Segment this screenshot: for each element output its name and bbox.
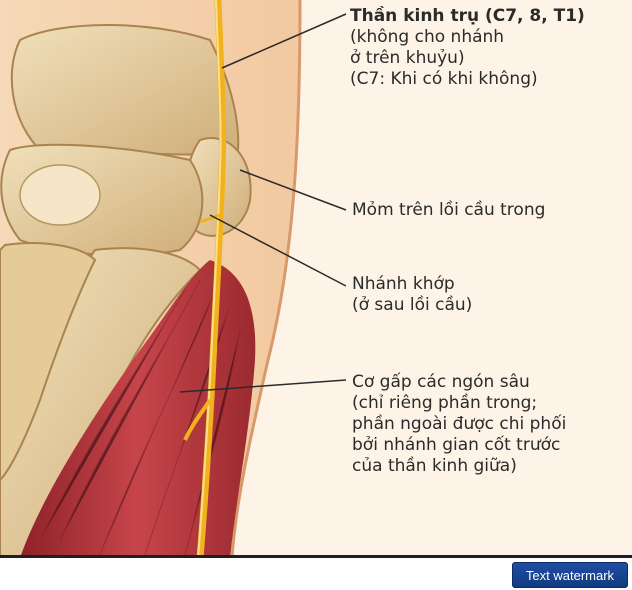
label-articular-branch: Nhánh khớp (ở sau lồi cầu) [352, 274, 472, 316]
label-ulnar-nerve-line-2: ở trên khuỷu) [350, 48, 465, 68]
humerus-bone [10, 24, 240, 156]
articular-branch [199, 213, 221, 224]
label-medial-epicondyle: Mỏm trên lồi cầu trong [352, 200, 545, 221]
muscular-branch [183, 398, 212, 441]
condyle-highlight [19, 164, 101, 226]
leader-line-articular-branch [209, 214, 347, 287]
label-ulnar-nerve-title: Thần kinh trụ (C7, 8, T1) [350, 6, 585, 26]
label-flexor-digitorum: Cơ gấp các ngón sâu (chỉ riêng phần tron… [352, 372, 566, 477]
label-flexor-digitorum-line-2: (chỉ riêng phần trong; [352, 393, 538, 413]
label-medial-epicondyle-line-1: Mỏm trên lồi cầu trong [352, 200, 546, 220]
label-flexor-digitorum-line-1: Cơ gấp các ngón sâu [352, 372, 530, 392]
ulnar-nerve-highlight [197, 0, 222, 555]
label-flexor-digitorum-line-5: của thần kinh giữa) [352, 456, 517, 476]
leader-line-flexor [179, 379, 347, 393]
label-articular-branch-line-1: Nhánh khớp [352, 274, 455, 294]
elbow-illustration [0, 0, 347, 555]
radius-bone [0, 242, 97, 482]
leader-line-epicondyle [239, 169, 347, 211]
label-ulnar-nerve-line-1: (không cho nhánh [350, 27, 505, 47]
label-articular-branch-line-2: (ở sau lồi cầu) [352, 295, 473, 315]
arm-outline [230, 0, 302, 555]
label-ulnar-nerve-line-3: (C7: Khi có khi không) [350, 69, 538, 89]
leader-line-ulnar-nerve [221, 13, 347, 69]
label-flexor-digitorum-line-3: phần ngoài được chi phối [352, 414, 567, 434]
ulnar-nerve [196, 0, 227, 555]
label-flexor-digitorum-line-4: bởi nhánh gian cốt trước [352, 435, 561, 455]
flexor-digitorum-profundus [21, 260, 256, 555]
text-watermark-button[interactable]: Text watermark [512, 562, 628, 588]
label-ulnar-nerve: Thần kinh trụ (C7, 8, T1) (không cho nhá… [350, 6, 585, 90]
anatomy-figure: Thần kinh trụ (C7, 8, T1) (không cho nhá… [0, 0, 632, 558]
